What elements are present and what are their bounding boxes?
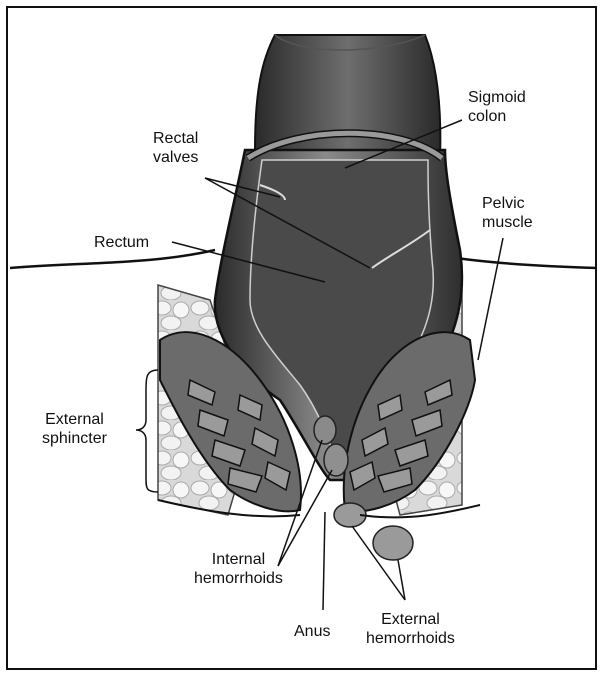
leader-pelvic-muscle [478, 238, 503, 360]
leader-anus [323, 512, 325, 610]
label-rectum: Rectum [94, 233, 149, 252]
label-anus: Anus [294, 622, 330, 641]
internal-hemorrhoid-2 [324, 444, 348, 476]
pelvic-floor-outline-left [10, 250, 215, 268]
label-internal-hemorrhoids: Internal hemorrhoids [194, 550, 283, 588]
internal-hemorrhoid-1 [314, 416, 336, 444]
external-sphincter-brace [136, 370, 158, 492]
label-external-hemorrhoids: External hemorrhoids [366, 610, 455, 648]
label-sigmoid-colon: Sigmoid colon [468, 88, 526, 126]
label-rectal-valves: Rectal valves [153, 129, 198, 167]
label-external-sphincter: External sphincter [42, 410, 107, 448]
external-hemorrhoid-2 [373, 526, 413, 560]
label-pelvic-muscle: Pelvic muscle [482, 194, 533, 232]
